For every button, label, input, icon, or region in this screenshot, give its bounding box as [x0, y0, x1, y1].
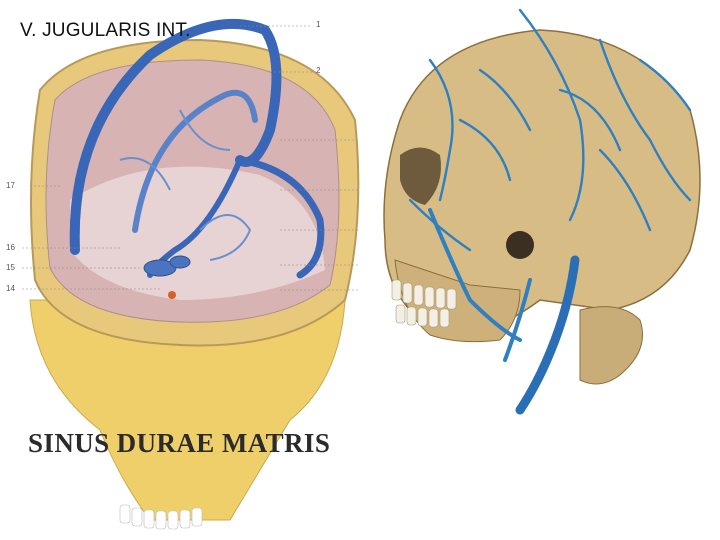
- slide-title: V. JUGULARIS INT.: [20, 20, 191, 41]
- cavernous-sinus: [143, 255, 191, 277]
- figure-caption: SINUS DURAE MATRIS: [28, 428, 331, 458]
- small-venous-branches: [119, 109, 252, 261]
- inferior-sagittal-sinus: [132, 89, 258, 233]
- leader-label-1: 1: [316, 20, 321, 29]
- leader-lines: [22, 25, 360, 291]
- leader-label-16: 16: [6, 243, 15, 252]
- transverse-sinus: [236, 156, 325, 279]
- diploic-veins: [408, 8, 692, 252]
- leader-label-14: 14: [6, 284, 15, 293]
- teeth-lower: [119, 504, 203, 530]
- external-jugular-vein: [503, 278, 532, 362]
- internal-jugular-vein: [515, 255, 580, 415]
- upper-teeth: [391, 279, 457, 310]
- lower-teeth: [395, 304, 450, 328]
- orbit: [400, 147, 441, 205]
- cervical-vertebrae: [579, 306, 643, 385]
- external-acoustic-meatus: [506, 231, 534, 259]
- sella-marker: [168, 291, 176, 299]
- leader-label-2: 2: [316, 66, 321, 75]
- lateral-skull-illustration: [383, 8, 701, 415]
- cranium-lateral: [383, 29, 701, 331]
- superior-sagittal-sinus: [69, 18, 282, 255]
- facial-vein: [428, 208, 522, 342]
- leader-label-15: 15: [6, 263, 15, 272]
- leader-label-17: 17: [6, 181, 15, 190]
